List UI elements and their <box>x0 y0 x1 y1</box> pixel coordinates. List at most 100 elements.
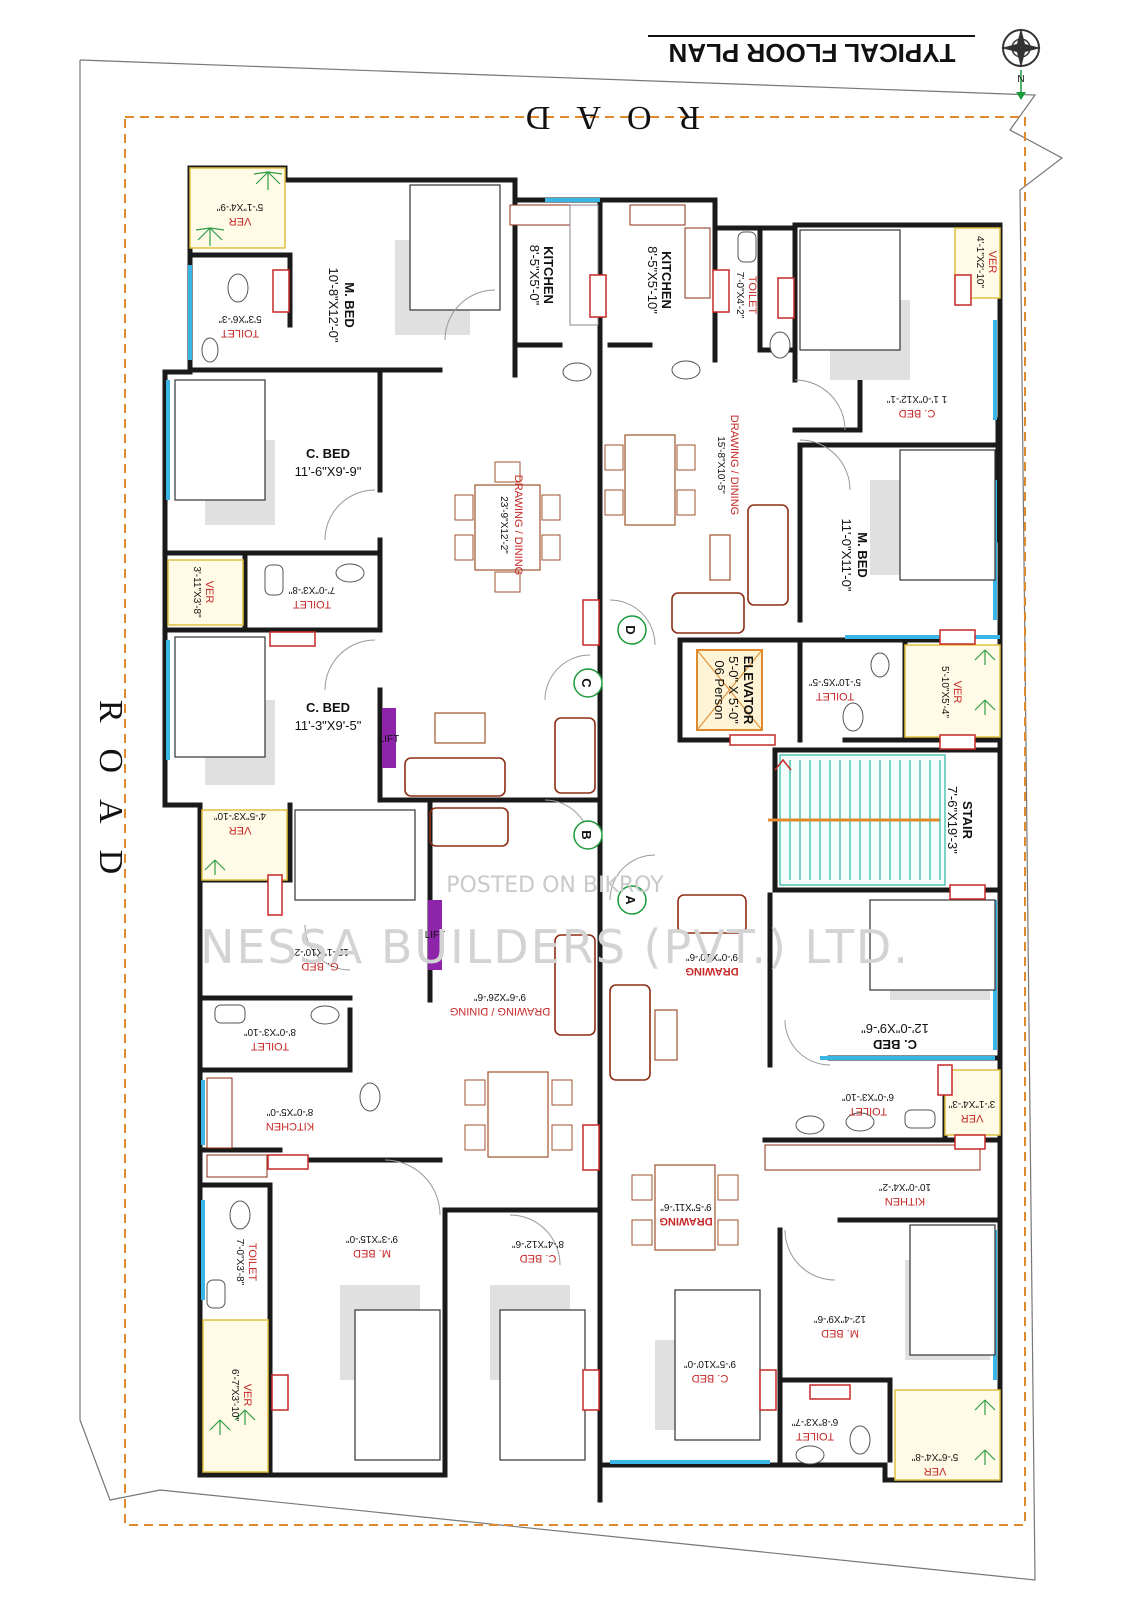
svg-text:LIFT: LIFT <box>425 930 446 941</box>
room-label-c-ver1: VER 5'-1"X4'-9" <box>216 201 263 227</box>
stair-label: STAIR 7'-6"X19'-3" <box>945 786 975 854</box>
svg-text:DRAWING / DINING: DRAWING / DINING <box>512 475 524 575</box>
svg-text:C. BED: C. BED <box>873 1037 917 1052</box>
unit-letters: C D B A <box>573 615 647 915</box>
svg-text:11'-6"X9'-9": 11'-6"X9'-9" <box>295 464 362 479</box>
sofas <box>404 504 789 1081</box>
elevator-label: ELEVATOR 5'-0" X 5'-0" 06 Person <box>712 656 756 725</box>
svg-text:TOILET: TOILET <box>796 1430 835 1442</box>
room-label-a-toilet1: TOILET 6'-0"X3'-10" <box>842 1091 895 1117</box>
room-label-d-cbed: C. BED 1 1'-0"X12'-1" <box>886 393 947 419</box>
svg-text:TOILET: TOILET <box>221 327 260 339</box>
svg-text:C. BED: C. BED <box>692 1372 729 1384</box>
room-label-a-cbed2: C. BED 9'-5"X10'-0" <box>684 1358 737 1384</box>
svg-text:D: D <box>623 625 638 634</box>
svg-text:DRAWING: DRAWING <box>659 1215 712 1227</box>
room-label-c-cbed1: C. BED 11'-6"X9'-9" <box>295 446 362 479</box>
site-outline <box>79 59 1064 1581</box>
room-label-d-toilet1: TOILET 7'-0"X4'-2" <box>734 272 758 319</box>
svg-text:VER: VER <box>924 1465 947 1477</box>
doors <box>267 269 986 1411</box>
svg-text:5'-10"X5'-4": 5'-10"X5'-4" <box>939 666 950 719</box>
lift-door-b: LIFT <box>425 900 446 970</box>
svg-text:9'-5"X10'-0": 9'-5"X10'-0" <box>684 1358 737 1369</box>
svg-text:11'-0"X11'-0": 11'-0"X11'-0" <box>839 519 854 592</box>
door-swings <box>304 289 851 1281</box>
svg-text:06 Person: 06 Person <box>712 660 727 719</box>
room-label-c-toilet1: TOILET 5'3"X6'-3" <box>218 313 262 339</box>
svg-text:M. BED: M. BED <box>855 532 870 578</box>
svg-text:KITHEN: KITHEN <box>885 1195 925 1207</box>
room-label-d-ver2: VER 5'-10"X5'-4" <box>939 666 963 719</box>
svg-text:TOILET: TOILET <box>251 1040 290 1052</box>
svg-text:A: A <box>623 895 638 905</box>
svg-text:15'-8"X10'-5": 15'-8"X10'-5" <box>715 436 726 494</box>
room-label-c-kitchen: KITCHEN 8'-5"X5'-0" <box>527 245 556 306</box>
room-label-b-drawing: DRAWING / DINING 9'-6"X26'-6" <box>450 991 550 1017</box>
svg-text:TOILET: TOILET <box>816 690 855 702</box>
room-label-c-toilet2: TOILET 7'-0"X3'-8" <box>288 584 335 610</box>
svg-text:G. BED: G. BED <box>301 960 338 972</box>
svg-text:VER: VER <box>229 215 252 227</box>
room-label-a-mbed: M. BED 12'-4"X9'-6" <box>814 1313 867 1339</box>
svg-text:5'-0" X 5'-0": 5'-0" X 5'-0" <box>726 656 741 724</box>
svg-text:DRAWING / DINING: DRAWING / DINING <box>450 1005 550 1017</box>
verandas <box>167 167 1001 1481</box>
room-label-b-ver1: VER 4'-5"X3'-10" <box>214 810 267 836</box>
svg-text:C. BED: C. BED <box>306 446 350 461</box>
svg-text:6'-7"X3'-10": 6'-7"X3'-10" <box>229 1369 240 1422</box>
svg-text:4'-1"X2'-10": 4'-1"X2'-10" <box>974 236 985 289</box>
svg-text:7'-0"X3'-8": 7'-0"X3'-8" <box>234 1239 245 1286</box>
lift-door-c: LIFT <box>379 708 399 768</box>
room-label-c-cbed2: C. BED 11'-3"X9'-5" <box>295 700 362 733</box>
svg-text:9'-5"X11'-6": 9'-5"X11'-6" <box>660 1201 712 1212</box>
svg-text:VER: VER <box>986 251 998 274</box>
svg-text:12'-1"X10'-2": 12'-1"X10'-2" <box>291 946 349 957</box>
svg-text:5'-1"X4'-9": 5'-1"X4'-9" <box>216 201 263 212</box>
svg-text:DRAWING / DINING: DRAWING / DINING <box>728 415 740 515</box>
svg-text:ROAD: ROAD <box>500 99 700 136</box>
svg-text:C. BED: C. BED <box>306 700 350 715</box>
room-label-d-mbed: M. BED 11'-0"X11'-0" <box>839 519 870 592</box>
road-label-left: ROAD <box>92 700 129 900</box>
room-label-a-cbed1: C. BED 12'-0"X9'-6" <box>861 1021 929 1052</box>
room-label-d-toilet2: TOILET 5'-10"X5'-5" <box>809 676 862 702</box>
room-label-b-ver2: VER 6'-7"X3'-10" <box>229 1369 253 1422</box>
svg-text:12'-4"X9'-6": 12'-4"X9'-6" <box>814 1313 867 1324</box>
svg-text:1 1'-0"X12'-1": 1 1'-0"X12'-1" <box>886 393 947 404</box>
svg-text:23'-9"X12'-2": 23'-9"X12'-2" <box>498 496 509 554</box>
svg-text:5'3"X6'-3": 5'3"X6'-3" <box>218 313 262 324</box>
svg-text:ELEVATOR: ELEVATOR <box>741 656 756 725</box>
svg-text:M. BED: M. BED <box>342 282 357 328</box>
plants <box>195 171 996 1465</box>
room-label-a-ver2: VER 5'-6"X4'-8" <box>911 1451 958 1477</box>
svg-text:KITCHEN: KITCHEN <box>659 251 674 309</box>
room-label-b-cbed: C. BED 8'-4"X12'-6" <box>512 1238 565 1264</box>
svg-text:7'-0"X3'-8": 7'-0"X3'-8" <box>288 584 335 595</box>
room-label-d-drawing: DRAWING / DINING 15'-8"X10'-5" <box>715 415 740 515</box>
room-label-a-kitchen: KITHEN 10'-0"X4'-2" <box>879 1181 932 1207</box>
room-label-b-toilet2: TOILET 7'-0"X3'-8" <box>234 1239 258 1286</box>
svg-text:3'-1"X4'-3": 3'-1"X4'-3" <box>948 1098 995 1109</box>
room-label-c-drawing: DRAWING / DINING 23'-9"X12'-2" <box>498 475 524 575</box>
svg-text:5'-6"X4'-8": 5'-6"X4'-8" <box>911 1451 958 1462</box>
room-label-b-kitchen: KITCHEN 8'-0"X5'-0" <box>266 1106 314 1132</box>
room-label-c-mbed: M. BED 10'-8"X12'-0" <box>326 268 357 343</box>
svg-text:M. BED: M. BED <box>821 1327 859 1339</box>
svg-text:VER: VER <box>951 681 963 704</box>
svg-text:N: N <box>1017 74 1024 85</box>
svg-text:KITCHEN: KITCHEN <box>541 246 556 304</box>
svg-text:7'-6"X19'-3": 7'-6"X19'-3" <box>945 786 960 854</box>
svg-text:TOILET: TOILET <box>746 276 758 315</box>
fixtures <box>201 204 981 1465</box>
svg-text:TYPICAL FLOOR PLAN: TYPICAL FLOOR PLAN <box>669 38 956 68</box>
svg-text:10'-0"X4'-2": 10'-0"X4'-2" <box>879 1181 932 1192</box>
svg-text:C. BED: C. BED <box>520 1252 557 1264</box>
dining-tables <box>434 434 739 1251</box>
svg-text:TOILET: TOILET <box>849 1105 888 1117</box>
svg-text:B: B <box>579 830 594 839</box>
svg-text:12'-0"X9'-6": 12'-0"X9'-6" <box>861 1021 929 1036</box>
svg-text:TOILET: TOILET <box>246 1243 258 1282</box>
setback-boundary <box>124 116 1026 1526</box>
